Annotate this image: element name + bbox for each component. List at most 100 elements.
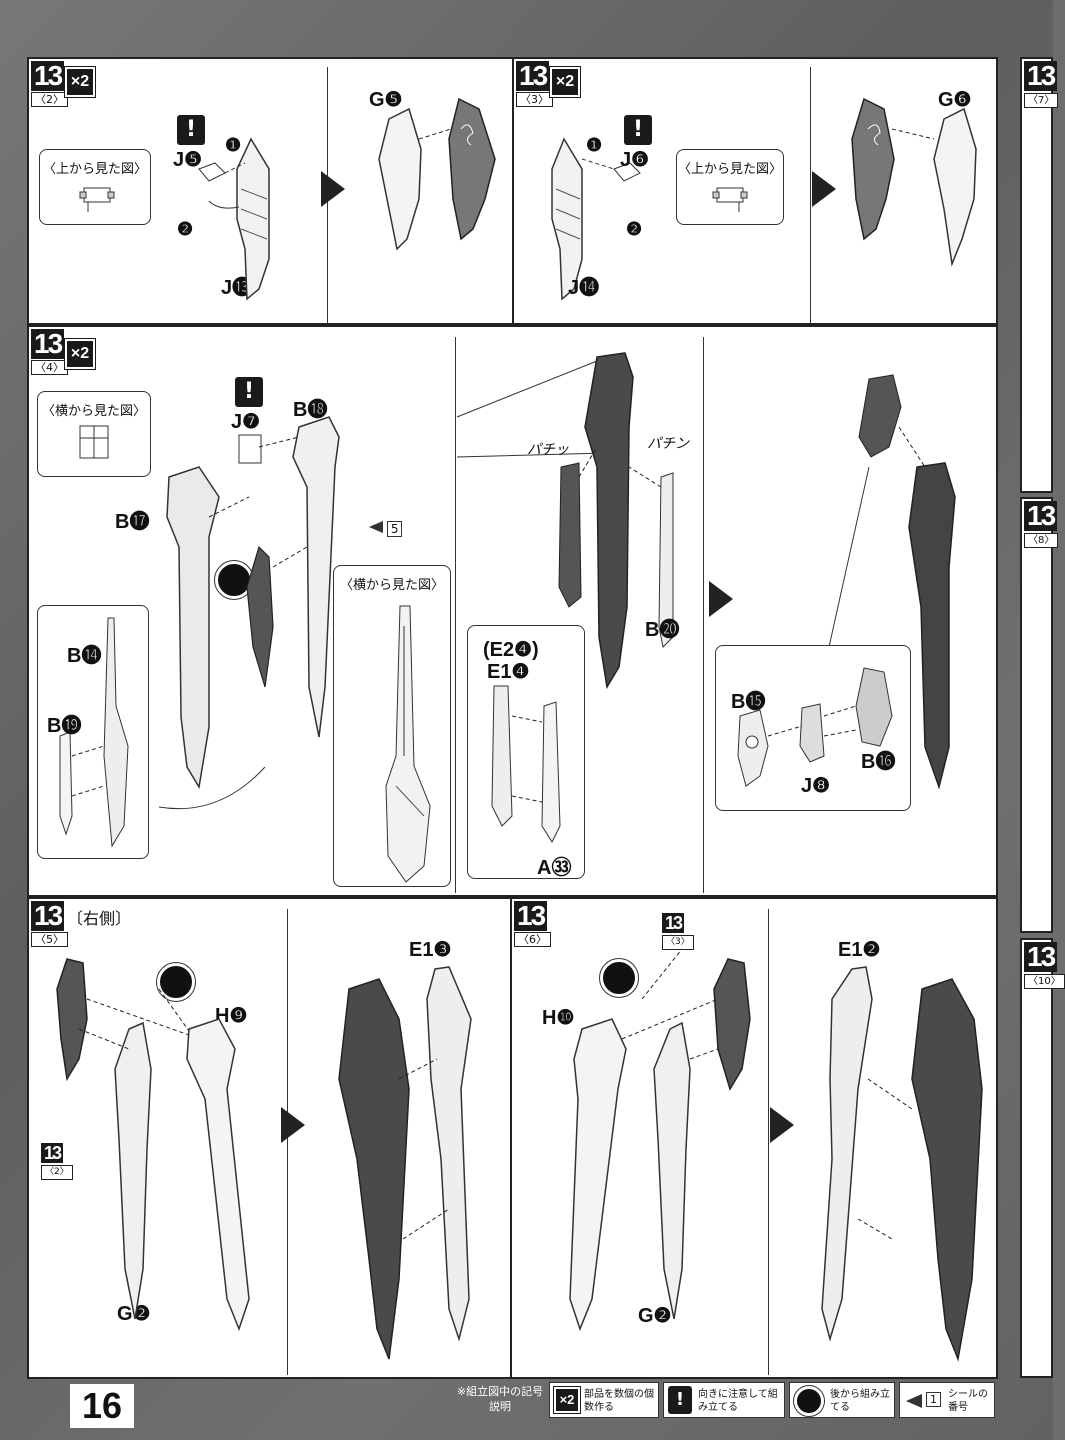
next-arrow (812, 171, 836, 207)
part-label-b18: B⓲ (293, 399, 328, 421)
part-g2-h9-drawing (56, 958, 250, 1332)
legend-text: 後から組み立てる (830, 1389, 890, 1413)
weapon-b17-b18-assembly-drawing (158, 416, 340, 810)
legend-text: 部品を数個の個数作る (584, 1389, 654, 1413)
legend-title: ※組立図中の記号説明 (456, 1385, 544, 1413)
top-view-diagram (712, 187, 748, 212)
orientation-warning-icon: ! (668, 1386, 692, 1414)
next-arrow (709, 581, 733, 617)
callout-title: 〈横から見た図〉 (339, 578, 444, 593)
reference-substep: 〈3〉 (662, 935, 694, 950)
reference-step-number: 13 (41, 1143, 64, 1163)
inset-b15-b16-j8 (715, 645, 911, 811)
part-label-b17: B⓱ (115, 511, 150, 533)
weapon-b20-assembly-drawing (558, 352, 674, 690)
step-number: 13 (1024, 61, 1058, 91)
adjacent-panel-13-10: 13 〈10〉 (1020, 938, 1065, 1378)
top-view-callout: 〈上から見た図〉 (39, 149, 151, 225)
legend-item-multiply: ×2 部品を数個の個数作る (549, 1382, 659, 1418)
part-label-e14: E1❹ (487, 661, 530, 683)
step-number: 13 (1024, 942, 1058, 972)
part-label-j6: J❻ (620, 149, 650, 171)
part-label-e13: E1❸ (409, 939, 452, 961)
sticker-icon (906, 1394, 922, 1408)
multiply-badge: ×2 (64, 338, 96, 370)
side-view-blade-diagram (385, 605, 431, 883)
step-panel-13-5: 13 〈5〉 〔右側〕 H❾ 13 〈2〉 G❷ E1❸ (27, 897, 512, 1379)
legend-text: シールの番号 (948, 1389, 988, 1413)
part-label-a33: A㉝ (537, 857, 572, 879)
part-label-g2: G❷ (638, 1305, 672, 1327)
substep-label: 〈8〉 (1024, 533, 1059, 548)
adjacent-panel-13-7: 13 〈7〉 (1020, 57, 1059, 493)
part-label-j14: J⓮ (568, 277, 600, 299)
step-panel-13-3: 13 〈3〉 ×2 ❶ ! J❻ ❷ J⓮ 〈上から見た図〉 G❻ (512, 57, 998, 325)
callout-title: 〈上から見た図〉 (42, 162, 147, 177)
part-label-e12: E1❷ (838, 939, 881, 961)
substep-label: 〈4〉 (31, 360, 68, 375)
part-label-b15: B⓯ (731, 691, 766, 713)
snap-sound-1: パチッ (527, 441, 569, 457)
panel-divider (768, 909, 769, 1375)
step-panel-13-6: 13 〈6〉 13 〈3〉 H❿ G❷ E1❷ (510, 897, 998, 1379)
part-e14-a33-drawing (491, 685, 561, 844)
callout-title: 〈横から見た図〉 (41, 404, 146, 419)
orientation-warning-icon: ! (624, 115, 652, 145)
part-e13-assembly-drawing (338, 966, 472, 1360)
snap-sound-2: パチン (647, 435, 689, 451)
side-view-diagram (79, 425, 109, 459)
multiply-icon: ×2 (553, 1386, 581, 1414)
step-number: 13 (516, 61, 550, 91)
step-number: 13 (31, 329, 65, 359)
sticker-number: 5 (369, 521, 403, 537)
part-label-e24: (E2❹) (483, 639, 539, 661)
adjacent-panel-13-8: 13 〈8〉 (1020, 497, 1059, 933)
reference-substep: 〈2〉 (41, 1165, 73, 1180)
next-arrow (770, 1107, 794, 1143)
callout-title: 〈上から見た図〉 (677, 162, 782, 177)
weapon-final-drawing (828, 374, 956, 790)
assemble-later-icon (793, 1385, 825, 1417)
orientation-warning-icon: ! (177, 115, 205, 145)
part-e12-assembly-drawing (821, 966, 983, 1362)
substep-label: 〈2〉 (31, 92, 68, 107)
side-label: 〔右側〕 (67, 909, 132, 928)
part-label-g6: G❻ (938, 89, 972, 111)
reference-step-number: 13 (662, 913, 685, 933)
part-g6-assembly-drawing (851, 97, 977, 267)
panel-divider (810, 67, 811, 323)
panel-divider (455, 337, 456, 893)
panel-divider (703, 337, 704, 893)
part-label-j7: J❼ (231, 411, 261, 433)
part-label-j5: J❺ (173, 149, 203, 171)
part-label-j8: J❽ (801, 775, 831, 797)
part-j13-drawing (198, 137, 270, 301)
multiply-badge: ×2 (64, 66, 96, 98)
part-j14-drawing (551, 137, 641, 301)
substep-label: 〈10〉 (1024, 974, 1065, 989)
step-panel-13-2: 13 〈2〉 ×2 〈上から見た図〉 ! J❺ ❶ ❷ J⓭ G❺ (27, 57, 514, 325)
inset-b14-b19 (37, 605, 149, 859)
substep-label: 〈6〉 (514, 932, 551, 947)
assemble-later-icon (599, 958, 639, 998)
legend-item-assemble-later: 後から組み立てる (789, 1382, 895, 1418)
zoom-lines (456, 356, 608, 458)
inset-e14-a33 (467, 625, 585, 879)
part-label-g5: G❺ (369, 89, 403, 111)
part-g2-h10-drawing (569, 948, 751, 1332)
part-label-b16: B⓰ (861, 751, 896, 773)
part-g5-assembly-drawing (378, 97, 496, 251)
multiply-badge: ×2 (549, 66, 581, 98)
order-number-2: ❷ (177, 219, 194, 239)
part-label-b14: B⓮ (67, 645, 102, 667)
step-number: 13 (514, 901, 548, 931)
step-number: 13 (31, 61, 65, 91)
step-number: 13 (1024, 501, 1058, 531)
part-label-b19: B⓳ (47, 715, 82, 737)
sticker-number-icon: 1 (926, 1392, 941, 1407)
assemble-later-icon (214, 560, 254, 600)
order-number-1: ❶ (225, 135, 242, 155)
substep-label: 〈3〉 (516, 92, 553, 107)
next-arrow (281, 1107, 305, 1143)
side-view-callout: 〈横から見た図〉 (37, 391, 151, 477)
